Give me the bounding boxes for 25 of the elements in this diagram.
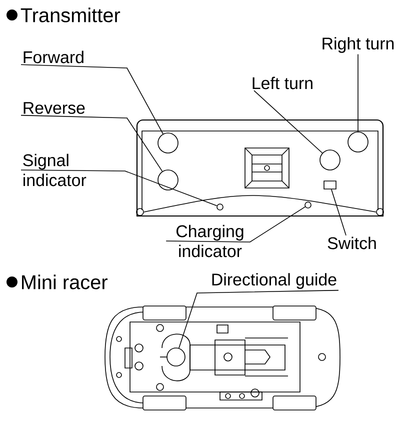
button: [320, 150, 340, 170]
callout-label: Reverse: [24, 102, 85, 114]
callout-label: Signal indicator: [23, 154, 86, 186]
guide-pin: [166, 348, 186, 366]
leader-line: [254, 90, 323, 154]
callout-label: Directional guide: [212, 273, 336, 289]
leader-line: [178, 290, 339, 348]
heading: Mini racer: [22, 274, 108, 290]
callout-label: Left turn: [252, 76, 312, 90]
heading: Transmitter: [20, 8, 120, 22]
slide-switch: [324, 180, 336, 190]
callout-label: Right turn: [322, 37, 394, 53]
indicator-light: [216, 204, 224, 210]
button: [158, 170, 178, 190]
indicator-light: [304, 202, 312, 208]
leader-line: [20, 114, 163, 172]
callout-label: Charging indicator: [176, 224, 244, 258]
leader-line: [20, 64, 164, 134]
callout-label: Switch: [328, 236, 376, 250]
callout-label: Forward: [24, 50, 84, 64]
leader-line: [331, 189, 346, 236]
button: [348, 132, 368, 152]
leader-line: [20, 170, 218, 206]
button: [158, 132, 178, 154]
leader-line: [166, 206, 306, 242]
